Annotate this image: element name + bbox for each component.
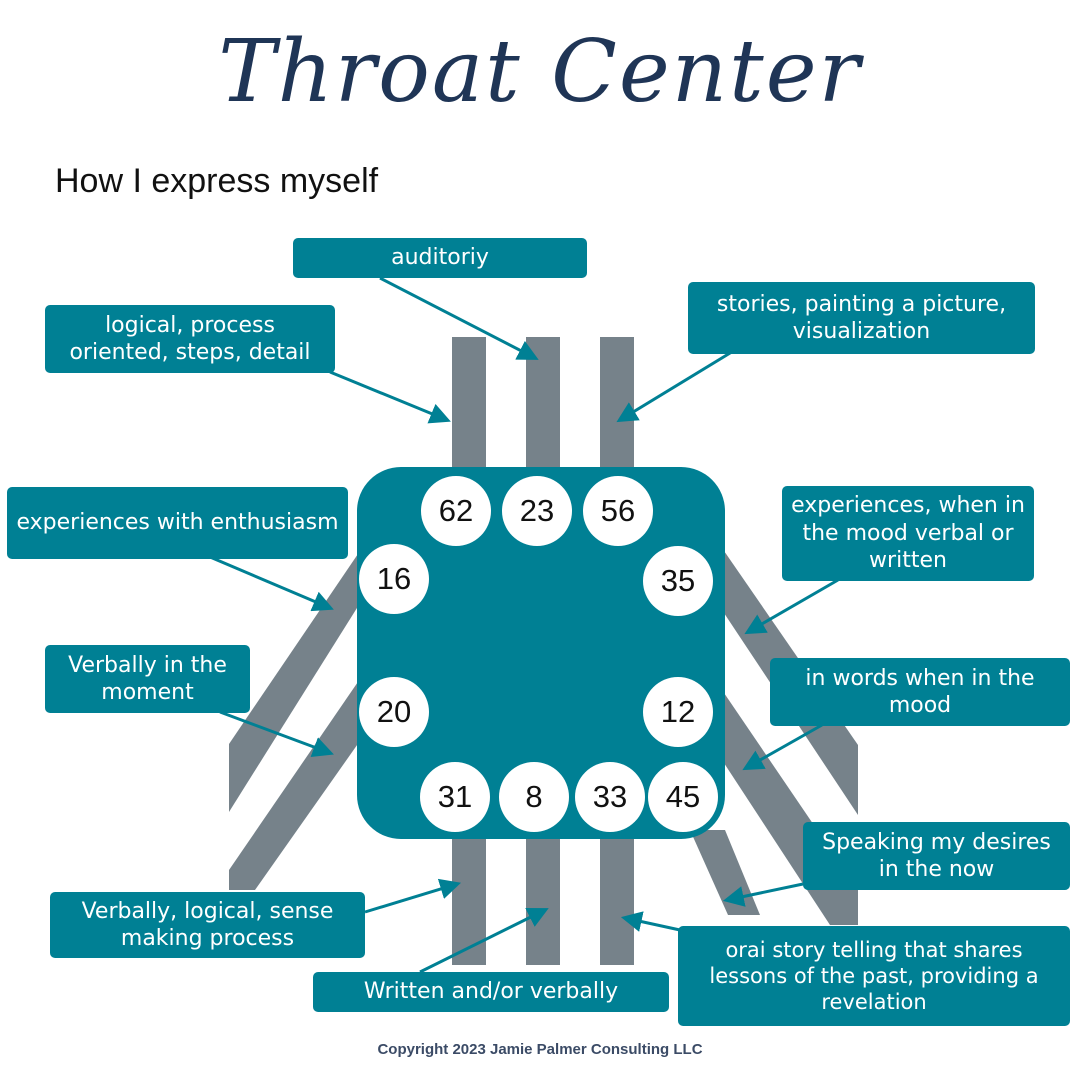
arrow-words-mood	[742, 723, 823, 771]
channel-45	[690, 830, 760, 915]
label-written-verbally: Written and/or verbally	[313, 972, 669, 1012]
label-oral-story: orai story telling that shares lessons o…	[678, 926, 1070, 1026]
arrow-written-verbally	[419, 908, 549, 974]
arrow-auditory	[379, 276, 539, 360]
channel-62	[452, 337, 486, 472]
label-logical: logical, process oriented, steps, detail	[45, 305, 335, 373]
channel-8	[526, 835, 560, 965]
gate-16: 16	[359, 544, 429, 614]
channel-20	[229, 676, 362, 890]
gate-35: 35	[643, 546, 713, 616]
channel-16	[229, 548, 362, 812]
label-enthusiasm: experiences with enthusiasm	[7, 487, 348, 559]
gate-62: 62	[421, 476, 491, 546]
gate-20: 20	[359, 677, 429, 747]
arrow-stories	[616, 348, 736, 423]
gate-31: 31	[420, 762, 490, 832]
label-speaking-desires: Speaking my desires in the now	[803, 822, 1070, 890]
channel-31	[452, 835, 486, 965]
arrow-verbally-moment	[219, 710, 334, 757]
arrow-verbally-logical	[364, 878, 462, 914]
gate-56: 56	[583, 476, 653, 546]
gate-12: 12	[643, 677, 713, 747]
channel-56	[600, 337, 634, 472]
label-stories: stories, painting a picture, visualizati…	[688, 282, 1035, 354]
arrow-logical	[329, 370, 451, 424]
arrow-oral-story	[620, 911, 681, 932]
copyright: Copyright 2023 Jamie Palmer Consulting L…	[377, 1041, 703, 1058]
channel-33	[600, 835, 634, 965]
arrow-enthusiasm	[209, 555, 334, 612]
label-words-mood: in words when in the mood	[770, 658, 1070, 726]
arrow-speaking-desires	[722, 882, 804, 907]
page-title: Throat Center	[218, 22, 862, 122]
arrow-experiences-mood	[744, 578, 839, 635]
label-experiences-mood: experiences, when in the mood verbal or …	[782, 486, 1034, 581]
label-verbally-moment: Verbally in the moment	[45, 645, 250, 713]
gate-45: 45	[648, 762, 718, 832]
label-verbally-logical: Verbally, logical, sense making process	[50, 892, 365, 958]
gate-33: 33	[575, 762, 645, 832]
label-auditory: auditoriy	[293, 238, 587, 278]
gate-23: 23	[502, 476, 572, 546]
gate-8: 8	[499, 762, 569, 832]
page-subtitle: How I express myself	[55, 162, 379, 200]
